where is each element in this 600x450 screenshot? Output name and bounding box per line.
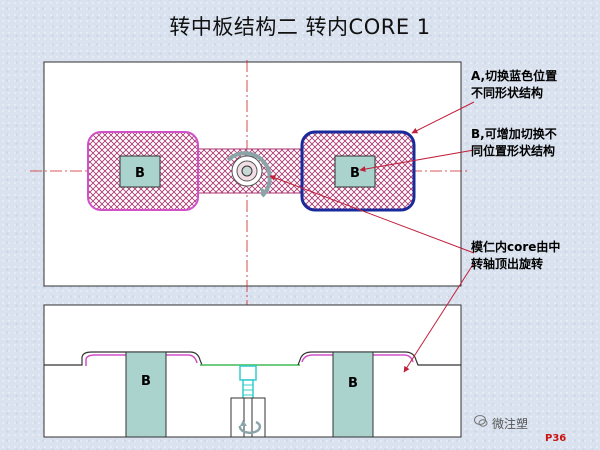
left-b-label-top: B	[135, 166, 145, 181]
note-c: 模仁内core由中 转轴顶出旋转	[471, 239, 560, 273]
note-b-line2: 同位置形状结构	[471, 144, 556, 158]
left-b-label-side: B	[141, 374, 151, 389]
note-a-line2: 不同形状结构	[471, 86, 544, 100]
leader-arrow-c2	[403, 262, 475, 373]
rotation-arrow-icon	[226, 151, 272, 198]
cavity-profile-left	[44, 351, 203, 366]
note-c-line2: 转轴顶出旋转	[471, 257, 544, 271]
leader-arrow-a	[411, 101, 475, 134]
left-b-block-side	[125, 351, 167, 438]
left-b-block-top	[119, 155, 161, 188]
right-b-block-top	[334, 155, 376, 188]
note-a: A,切换蓝色位置 不同形状结构	[471, 68, 557, 102]
page-number: P36	[545, 433, 567, 444]
note-b-line1: B,可增加切换不	[471, 127, 557, 141]
note-a-line1: A,切换蓝色位置	[471, 69, 558, 83]
cavity-profile-pink-left	[85, 354, 198, 366]
note-c-line1: 模仁内core由中	[471, 240, 561, 254]
note-b: B,可增加切换不 同位置形状结构	[471, 126, 557, 160]
cavity-profile-right	[297, 351, 461, 366]
leader-arrow-b	[359, 149, 475, 173]
leader-arrow-c1	[269, 175, 475, 254]
watermark-text: 微注塑	[492, 417, 529, 431]
wechat-icon	[474, 415, 488, 427]
rotation-arrow-icon	[238, 420, 262, 434]
right-b-label-side: B	[348, 376, 358, 391]
page-title: 转中板结构二 转内CORE 1	[169, 15, 431, 39]
right-b-block-side	[332, 351, 374, 438]
right-b-label-top: B	[350, 166, 360, 181]
rotation-shaft	[231, 155, 263, 187]
